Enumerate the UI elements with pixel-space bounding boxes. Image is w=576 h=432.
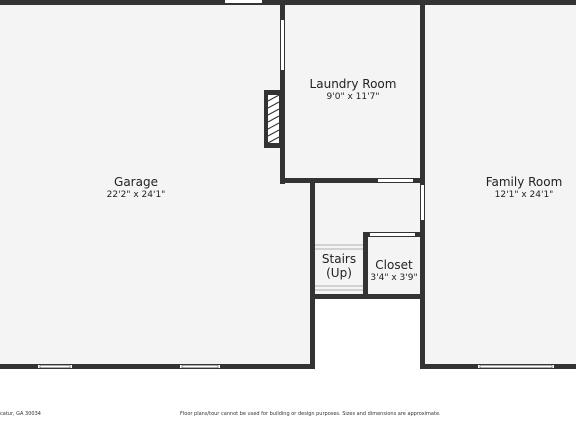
hatch-line — [267, 94, 280, 102]
hatch-line — [267, 108, 280, 116]
address-text: catur, GA 30034 — [0, 411, 41, 417]
garage-floor — [0, 3, 313, 366]
garage-window-left — [38, 365, 72, 368]
closet-left-wall — [363, 232, 368, 298]
stairs-name: Stairs — [321, 252, 357, 266]
laundry-window — [281, 20, 284, 70]
family-label: Family Room 12'1" x 24'1" — [464, 175, 576, 201]
garage-bottom-wall — [0, 364, 315, 369]
family-window-frame — [479, 364, 553, 369]
garage-window-left-frame — [39, 364, 71, 369]
stairs-label: Stairs (Up) — [315, 252, 363, 280]
stairs-direction: (Up) — [326, 266, 352, 280]
stair-treads — [315, 244, 363, 291]
garage-label: Garage 22'2" x 24'1" — [76, 175, 196, 201]
closet-bottom-wall — [310, 294, 425, 299]
windows — [38, 0, 554, 368]
disclaimer-text: Floor plans/tour cannot be used for buil… — [180, 411, 441, 417]
laundry-name: Laundry Room — [309, 77, 397, 91]
hatch-line — [267, 101, 280, 109]
laundry-label: Laundry Room 9'0" x 11'7" — [293, 77, 413, 103]
hatch-line — [267, 129, 280, 137]
family-name: Family Room — [485, 175, 563, 189]
family-dimensions: 12'1" x 24'1" — [494, 190, 554, 200]
top-wall — [0, 0, 576, 5]
laundry-floor — [283, 3, 423, 180]
garage-window-right — [180, 365, 220, 368]
hatch-line — [267, 115, 280, 123]
garage-right-wall — [310, 178, 315, 369]
garage-window-right-frame — [181, 364, 219, 369]
laundry-dimensions: 9'0" x 11'7" — [326, 92, 380, 102]
closet-door-opening — [370, 233, 415, 236]
garage-name: Garage — [114, 175, 158, 189]
family-left-wall — [420, 0, 425, 369]
chimney-hatch-lines — [267, 94, 280, 144]
family-floor — [423, 3, 576, 366]
laundry-bottom-wall — [280, 178, 425, 183]
family-window — [478, 365, 554, 368]
window-frames — [39, 364, 553, 369]
hatch-line — [267, 136, 280, 144]
closet-label: Closet 3'4" x 3'9" — [366, 258, 422, 284]
closet-name: Closet — [375, 258, 413, 272]
closet-dimensions: 3'4" x 3'9" — [370, 273, 418, 283]
garage-dimensions: 22'2" x 24'1" — [106, 190, 166, 200]
top-window — [225, 0, 262, 3]
laundry-door-opening — [378, 179, 413, 182]
hatch-line — [267, 122, 280, 130]
hall-door-opening — [421, 185, 424, 220]
